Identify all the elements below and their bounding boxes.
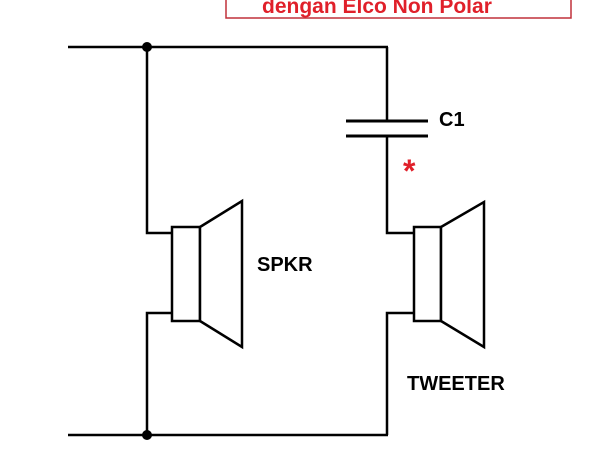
speaker-label: SPKR bbox=[257, 254, 313, 276]
tweeter-top-lead bbox=[385, 136, 414, 235]
banner: dengan Elco Non Polar bbox=[225, 0, 572, 19]
speaker-magnet bbox=[170, 225, 202, 323]
tweeter-label: TWEETER bbox=[407, 373, 505, 395]
capacitor-symbol bbox=[346, 119, 428, 138]
speaker-top-lead bbox=[145, 47, 172, 235]
junction-dot-top bbox=[142, 42, 152, 52]
speaker-icon bbox=[170, 198, 244, 350]
junction-dot-bottom bbox=[142, 430, 152, 440]
speaker-bottom-lead bbox=[145, 311, 172, 435]
tweeter-cone bbox=[439, 199, 486, 350]
tweeter-magnet bbox=[412, 225, 443, 323]
tweeter-bottom-lead bbox=[385, 311, 414, 435]
asterisk-marker: * bbox=[403, 153, 416, 189]
banner-box bbox=[225, 0, 572, 19]
tweeter-icon bbox=[412, 199, 486, 350]
speaker-cone bbox=[198, 198, 244, 350]
wires bbox=[68, 45, 414, 437]
capacitor-label: C1 bbox=[439, 109, 465, 131]
banner-text: dengan Elco Non Polar bbox=[262, 0, 492, 18]
